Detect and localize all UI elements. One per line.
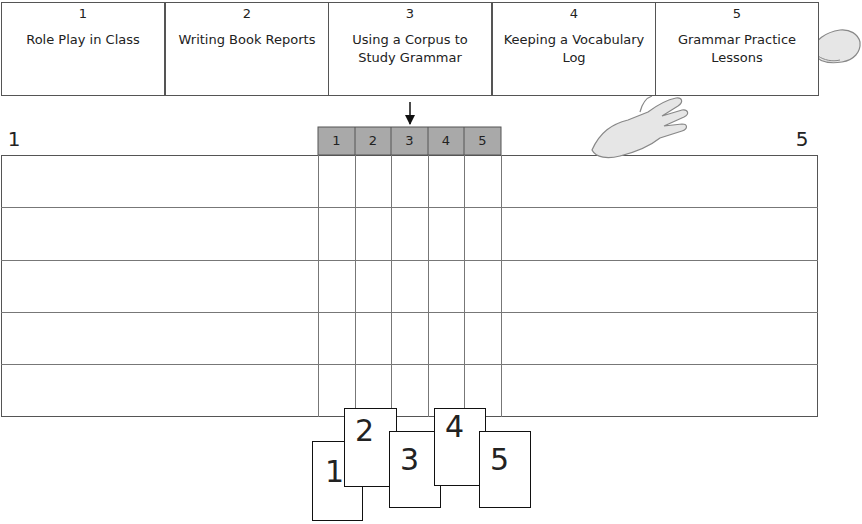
box-number: 5 bbox=[490, 444, 509, 476]
divider bbox=[428, 127, 429, 155]
box-number: 3 bbox=[400, 444, 419, 476]
box-number: 3 bbox=[406, 6, 414, 22]
pointer-arrow bbox=[409, 102, 411, 124]
column-line bbox=[501, 155, 502, 417]
column-number: 3 bbox=[391, 127, 428, 155]
row-line bbox=[1, 364, 818, 365]
number-card: 5 bbox=[479, 431, 531, 508]
scale-end: 1 bbox=[4, 126, 24, 152]
column-number: 4 bbox=[428, 127, 464, 155]
divider bbox=[464, 127, 465, 155]
column-line bbox=[464, 155, 465, 417]
box-number: 2 bbox=[243, 6, 251, 22]
hand-illustration bbox=[592, 96, 688, 158]
column-number: 5 bbox=[464, 127, 501, 155]
activity-name: Grammar Practice Lessons bbox=[662, 31, 812, 67]
divider bbox=[355, 127, 356, 155]
row-line bbox=[1, 207, 818, 208]
activity-name: Keeping a Vocabulary Log bbox=[499, 31, 649, 67]
box-number: 1 bbox=[79, 6, 87, 22]
column-line bbox=[318, 155, 319, 417]
box-number: 4 bbox=[445, 411, 464, 443]
row-line bbox=[1, 312, 818, 313]
activity-box: 1Role Play in Class bbox=[1, 2, 165, 96]
column-number: 1 bbox=[318, 127, 355, 155]
column-line bbox=[355, 155, 356, 417]
column-line bbox=[391, 155, 392, 417]
grid-lines bbox=[1, 155, 818, 417]
thumb bbox=[640, 96, 652, 112]
activity-name: Writing Book Reports bbox=[179, 31, 316, 49]
activity-name: Using a Corpus to Study Grammar bbox=[335, 31, 485, 67]
activity-box: 5Grammar Practice Lessons bbox=[655, 2, 819, 96]
header-row bbox=[318, 127, 501, 155]
activity-name: Role Play in Class bbox=[26, 31, 140, 49]
divider bbox=[391, 127, 392, 155]
activity-box: 3Using a Corpus to Study Grammar bbox=[328, 2, 492, 96]
activity-box: 2Writing Book Reports bbox=[165, 2, 329, 96]
activity-box: 4Keeping a Vocabulary Log bbox=[492, 2, 656, 96]
box-number: 1 bbox=[325, 456, 344, 488]
box-number: 2 bbox=[355, 415, 374, 447]
header-dividers bbox=[355, 127, 464, 155]
scale-end: 5 bbox=[792, 126, 812, 152]
hand bbox=[812, 30, 860, 63]
box-number: 5 bbox=[733, 6, 741, 22]
box-number: 4 bbox=[570, 6, 578, 22]
column-line bbox=[428, 155, 429, 417]
column-number: 2 bbox=[355, 127, 391, 155]
finger-line bbox=[818, 56, 840, 61]
row-line bbox=[1, 260, 818, 261]
grid-frame bbox=[2, 156, 818, 417]
open-hand bbox=[592, 98, 688, 158]
